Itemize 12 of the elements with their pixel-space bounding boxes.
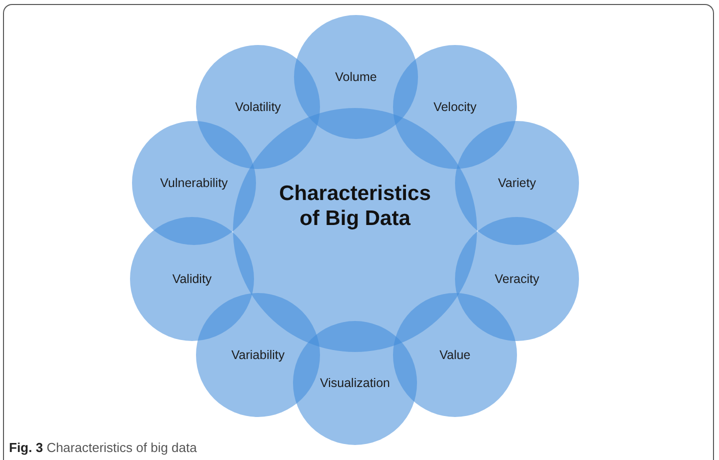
node-label: Visualization [320,376,390,390]
figure-caption: Fig. 3 Characteristics of big data [9,440,197,455]
node-label: Volume [335,70,377,84]
node-label: Volatility [235,100,281,114]
diagram-heading: Characteristics of Big Data [278,181,432,231]
node-label: Veracity [494,272,540,286]
node-label: Variety [498,176,536,190]
node-label: Velocity [433,100,477,114]
node-label: Vulnerability [160,176,228,190]
node-label: Value [439,348,471,362]
node-label: Variability [231,348,285,362]
node-label: Validity [172,272,212,286]
